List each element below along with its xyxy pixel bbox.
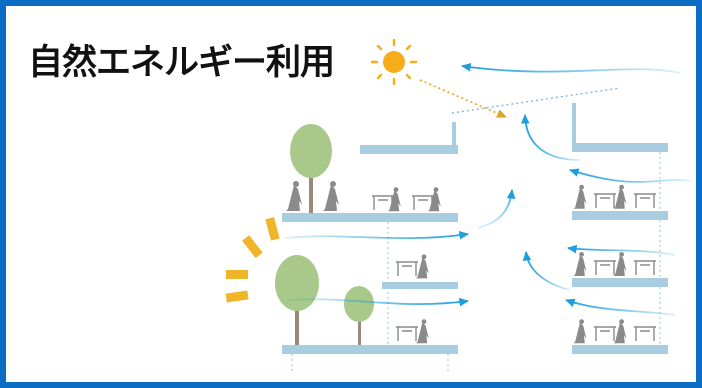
tree-icon (344, 286, 374, 345)
person-icon (388, 187, 441, 344)
left-building (282, 122, 458, 354)
tree-icon (275, 255, 319, 345)
roof-line (451, 87, 621, 114)
sunbeam-icon (225, 217, 280, 303)
page-title: 自然エネルギー利用 (28, 43, 335, 83)
sun-icon (370, 38, 418, 86)
wind-arrow-icon (284, 62, 691, 316)
right-building (572, 103, 668, 354)
person-icon (573, 184, 627, 344)
tree-icon (290, 124, 332, 213)
building-section-diagram (225, 38, 691, 372)
sunlight-ray (419, 79, 508, 118)
